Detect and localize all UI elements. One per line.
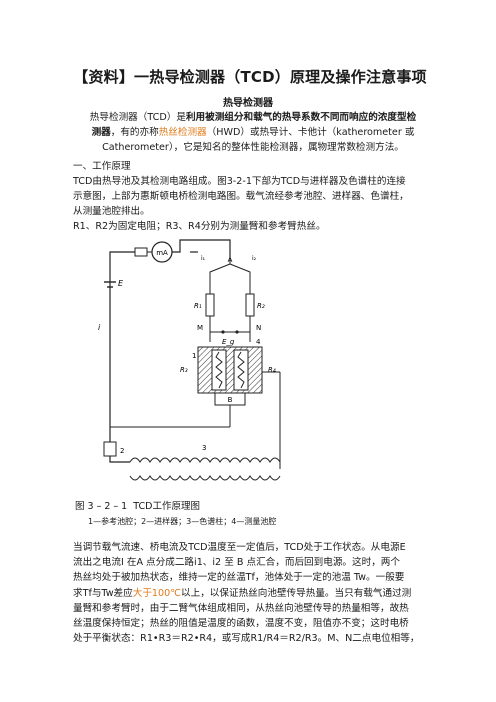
resistor-r1 [205,293,215,317]
body-line-2: 流出之电流I 在A 点分成二路i1、i2 至 B 点汇合，而后回到电源。这时，两… [73,557,400,569]
principle-line-3: 从测量池腔排出。 [73,206,150,217]
label-1: 1 [192,352,196,360]
figure-legend: 1—参考池腔；2—进样器；3—色谱柱；4—测量池腔 [88,517,277,526]
resistor-r2 [245,293,255,317]
filament-r4 [237,351,245,389]
milliammeter-icon [151,241,173,263]
label-i1: i₁ [201,255,206,262]
column-coil-lower [129,475,281,481]
filament-r3 [215,351,223,389]
tcd-diagram: mA E i A i₁ i₂ R₁ R₂ M N E_g [98,239,281,481]
label-r2: R₂ [257,302,265,310]
section-heading: 一、工作原理 [73,161,131,172]
label-ma: mA [156,249,168,257]
label-e: E [118,279,124,288]
label-b: B [228,396,233,404]
label-r1: R₁ [194,302,202,310]
intro-line-2: 测器，有的亦称热丝检测器（HWD）或热导计、卡他计（katherometer 或 [91,127,415,138]
injector-icon [103,441,117,457]
principle-line-4: R1、R2为固定电阻；R3、R4分别为测量臂和参考臂热丝。 [73,221,326,232]
principle-line-1: TCD由热导池及其检测电路组成。图3-2-1下部为TCD与进样器及色谱柱的连接 [73,176,406,187]
label-r3: R₃ [180,366,188,374]
label-eg: E_g [222,338,235,346]
intro-line-3: Catherometer），它是知名的整体性能检测器，属物理常数检测方法。 [102,142,404,153]
body-line-6: 丝温度保持恒定；热丝的阻值是温度的函数，温度不变，阻值亦不变；这时电桥 [73,618,409,630]
principle-line-2: 示意图，上部为惠斯顿电桥检测电路图。载气流经参考池腔、进样器、色谱柱， [73,191,409,202]
bridge-wires [209,257,251,342]
label-n: N [256,324,261,332]
label-i2: i₂ [252,255,257,262]
body-line-1: 当调节载气流速、桥电流及TCD温度至一定值后，TCD处于工作状态。从电源E [73,542,406,553]
battery-icon [104,281,116,288]
body-line-5: 量臂和参考臂时，由于二臂气体组成相同，从热丝向池壁传导的热量相等，故热 [73,602,409,614]
label-m: M [197,324,203,332]
intro-line-1: 热导检测器（TCD）是利用被测组分和载气的热导系数不同而响应的浓度型检 [89,112,417,123]
body-paragraph: 当调节载气流速、桥电流及TCD温度至一定值后，TCD处于工作状态。从电源E 流出… [73,540,433,646]
body-line-3: 热丝均处于被加热状态，维持一定的丝温Tf，池体处于一定的池温 Tw。一般要 [73,572,405,584]
column-coil-upper [129,457,281,463]
label-a: A [228,256,233,264]
body-line-7: 处于平衡状态：R1•R3＝R2•R4，或写成R1/R4＝R2/R3。M、N二点电… [73,633,420,645]
document-subtitle: 热导检测器 [223,98,273,109]
label-r4: R₄ [268,366,276,374]
body-line-4: 求Tf与Tw差应大于100℃以上，以保证热丝向池壁传导热量。当只有载气通过测 [73,587,412,599]
document-title: 【资料】一热导检测器（TCD）原理及操作注意事项 [73,68,427,86]
gas-lines [110,371,281,450]
label-i: i [98,323,101,332]
label-2: 2 [120,447,124,455]
series-resistor [134,247,148,257]
label-3: 3 [202,444,206,452]
label-4: 4 [256,338,261,346]
detector-block [197,346,263,394]
circuit-wires [109,239,231,463]
figure-caption: 图 3 – 2 – 1 TCD工作原理图 [75,501,200,512]
